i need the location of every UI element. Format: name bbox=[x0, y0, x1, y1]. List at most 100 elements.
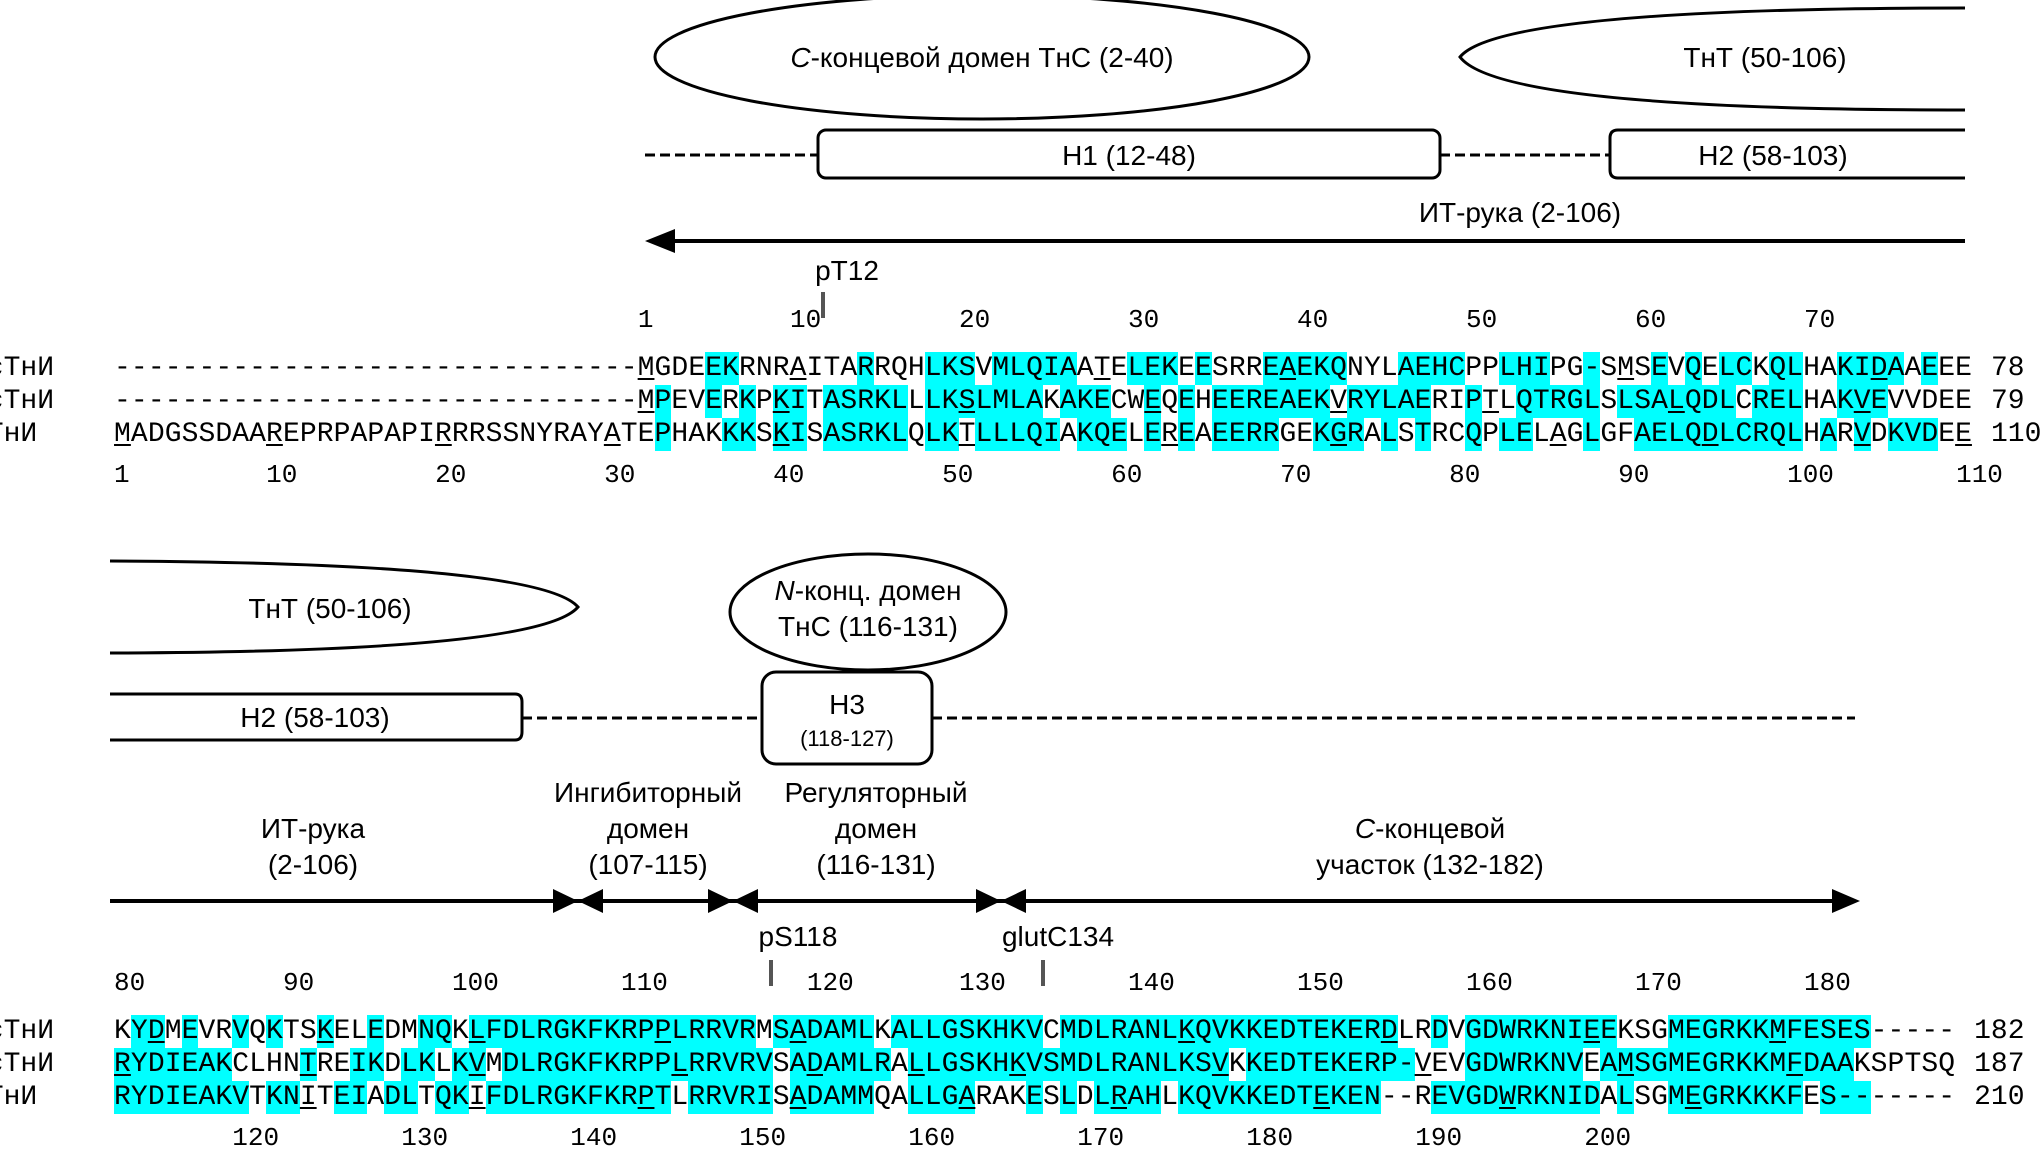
residue: K bbox=[1161, 352, 1179, 385]
ruler-bottom-label: 190 bbox=[1415, 1123, 1463, 1153]
residue: - bbox=[502, 353, 520, 384]
sequence-end-number: 210 bbox=[1974, 1082, 2025, 1113]
residue: E bbox=[1195, 352, 1212, 385]
region-arrowheads bbox=[553, 889, 1860, 913]
residue: L bbox=[1380, 385, 1398, 418]
residue: S bbox=[1853, 1015, 1871, 1048]
residue: A bbox=[384, 419, 402, 450]
residue: M bbox=[840, 1015, 858, 1048]
residue: K bbox=[1330, 1081, 1348, 1114]
residue: - bbox=[333, 386, 351, 417]
residue: Q bbox=[434, 1015, 452, 1048]
residue: P bbox=[1887, 1049, 1905, 1080]
residue: E bbox=[1313, 1015, 1331, 1048]
residue: G bbox=[1651, 1082, 1668, 1113]
residue: - bbox=[215, 353, 233, 384]
residue: R bbox=[1836, 419, 1854, 450]
residue: K bbox=[1178, 1081, 1195, 1114]
residue: D bbox=[1921, 418, 1939, 451]
residue: M bbox=[1667, 1081, 1685, 1114]
residue: K bbox=[722, 418, 739, 451]
residue: H bbox=[1195, 386, 1212, 417]
residue: V bbox=[468, 1048, 486, 1081]
residue: R bbox=[1414, 1016, 1432, 1047]
residue: F bbox=[586, 1081, 604, 1114]
residue: P bbox=[1465, 385, 1483, 418]
residue: A bbox=[789, 1081, 807, 1114]
residue: - bbox=[1870, 1082, 1888, 1113]
residue: K bbox=[1245, 1081, 1263, 1114]
residue: V bbox=[1026, 1015, 1043, 1048]
residue: - bbox=[282, 386, 300, 417]
residue: V bbox=[1414, 1049, 1432, 1080]
region-regulatory-label-1: Регуляторный bbox=[785, 777, 968, 808]
residue: K bbox=[603, 1015, 621, 1048]
residue: E bbox=[1313, 1048, 1331, 1081]
residue: I bbox=[1566, 1081, 1584, 1114]
alignment-row: бсТнИKYDMEVRVQKTSKELEDMNQKLFDLRGKFKRPPLR… bbox=[0, 1015, 2025, 1048]
residue: L bbox=[1380, 418, 1398, 451]
residue: - bbox=[232, 386, 250, 417]
residue: A bbox=[1127, 1048, 1145, 1081]
residue: - bbox=[384, 353, 402, 384]
residue: K bbox=[316, 1015, 334, 1048]
residue: L bbox=[1583, 385, 1601, 418]
residue: D bbox=[806, 1015, 824, 1048]
residue: - bbox=[603, 353, 621, 384]
residue: A bbox=[1059, 352, 1077, 385]
residue: A bbox=[1819, 386, 1837, 417]
ruler-top-label: 130 bbox=[959, 968, 1006, 998]
residue: L bbox=[671, 1048, 689, 1081]
residue: M bbox=[1059, 1015, 1077, 1048]
residue: W bbox=[1127, 386, 1145, 417]
residue: E bbox=[1836, 1015, 1854, 1048]
residue: I bbox=[164, 1081, 182, 1114]
residue: K bbox=[1853, 1049, 1871, 1080]
residue: L bbox=[890, 385, 908, 418]
arrow-head-left bbox=[645, 229, 675, 253]
residue: K bbox=[603, 1081, 621, 1114]
residue: Q bbox=[1684, 418, 1702, 451]
residue: R bbox=[536, 1081, 554, 1114]
residue: E bbox=[1583, 1015, 1601, 1048]
residue: E bbox=[1110, 418, 1128, 451]
residue: N bbox=[1144, 1015, 1162, 1048]
residue: K bbox=[1836, 352, 1854, 385]
residue: A bbox=[840, 353, 858, 384]
residue: P bbox=[367, 419, 385, 450]
residue: K bbox=[570, 1081, 587, 1114]
residue: Q bbox=[874, 1082, 891, 1113]
residue: K bbox=[1009, 1015, 1027, 1048]
residue: K bbox=[1752, 1081, 1770, 1114]
residue: Q bbox=[907, 419, 925, 450]
residue: V bbox=[722, 1048, 739, 1081]
residue: S bbox=[958, 385, 976, 418]
residue: E bbox=[1228, 385, 1246, 418]
residue: R bbox=[1718, 1048, 1736, 1081]
residue: A bbox=[789, 1015, 807, 1048]
tnc-c-domain-label: C-концевой домен ТнС (2-40) bbox=[790, 42, 1173, 73]
residue: C bbox=[1735, 386, 1753, 417]
residue: R bbox=[536, 1048, 554, 1081]
residue: D bbox=[1583, 1081, 1601, 1114]
residue: - bbox=[1380, 1082, 1398, 1113]
sequence-name: бсТнИ bbox=[0, 353, 55, 384]
sequence-name: мсТнИ bbox=[0, 386, 55, 417]
residue: T bbox=[1093, 353, 1111, 384]
residue: A bbox=[198, 1048, 216, 1081]
residue: D bbox=[147, 1015, 165, 1048]
residue: - bbox=[215, 386, 233, 417]
residue: E bbox=[181, 1048, 199, 1081]
sequence-name: мсТнИ bbox=[0, 1049, 55, 1080]
residue: - bbox=[181, 386, 199, 417]
ruler-bottom-label: 60 bbox=[1111, 460, 1143, 490]
residue: - bbox=[451, 353, 469, 384]
residue: N bbox=[1347, 353, 1364, 384]
residue: T bbox=[958, 419, 976, 450]
ruler-bottom-label: 140 bbox=[570, 1123, 618, 1153]
ruler-top-label: 160 bbox=[1466, 968, 1513, 998]
residue: D bbox=[1076, 1082, 1094, 1113]
residue: K bbox=[1228, 1049, 1246, 1080]
residue: S bbox=[958, 1048, 976, 1081]
residue: S bbox=[1634, 1016, 1651, 1047]
